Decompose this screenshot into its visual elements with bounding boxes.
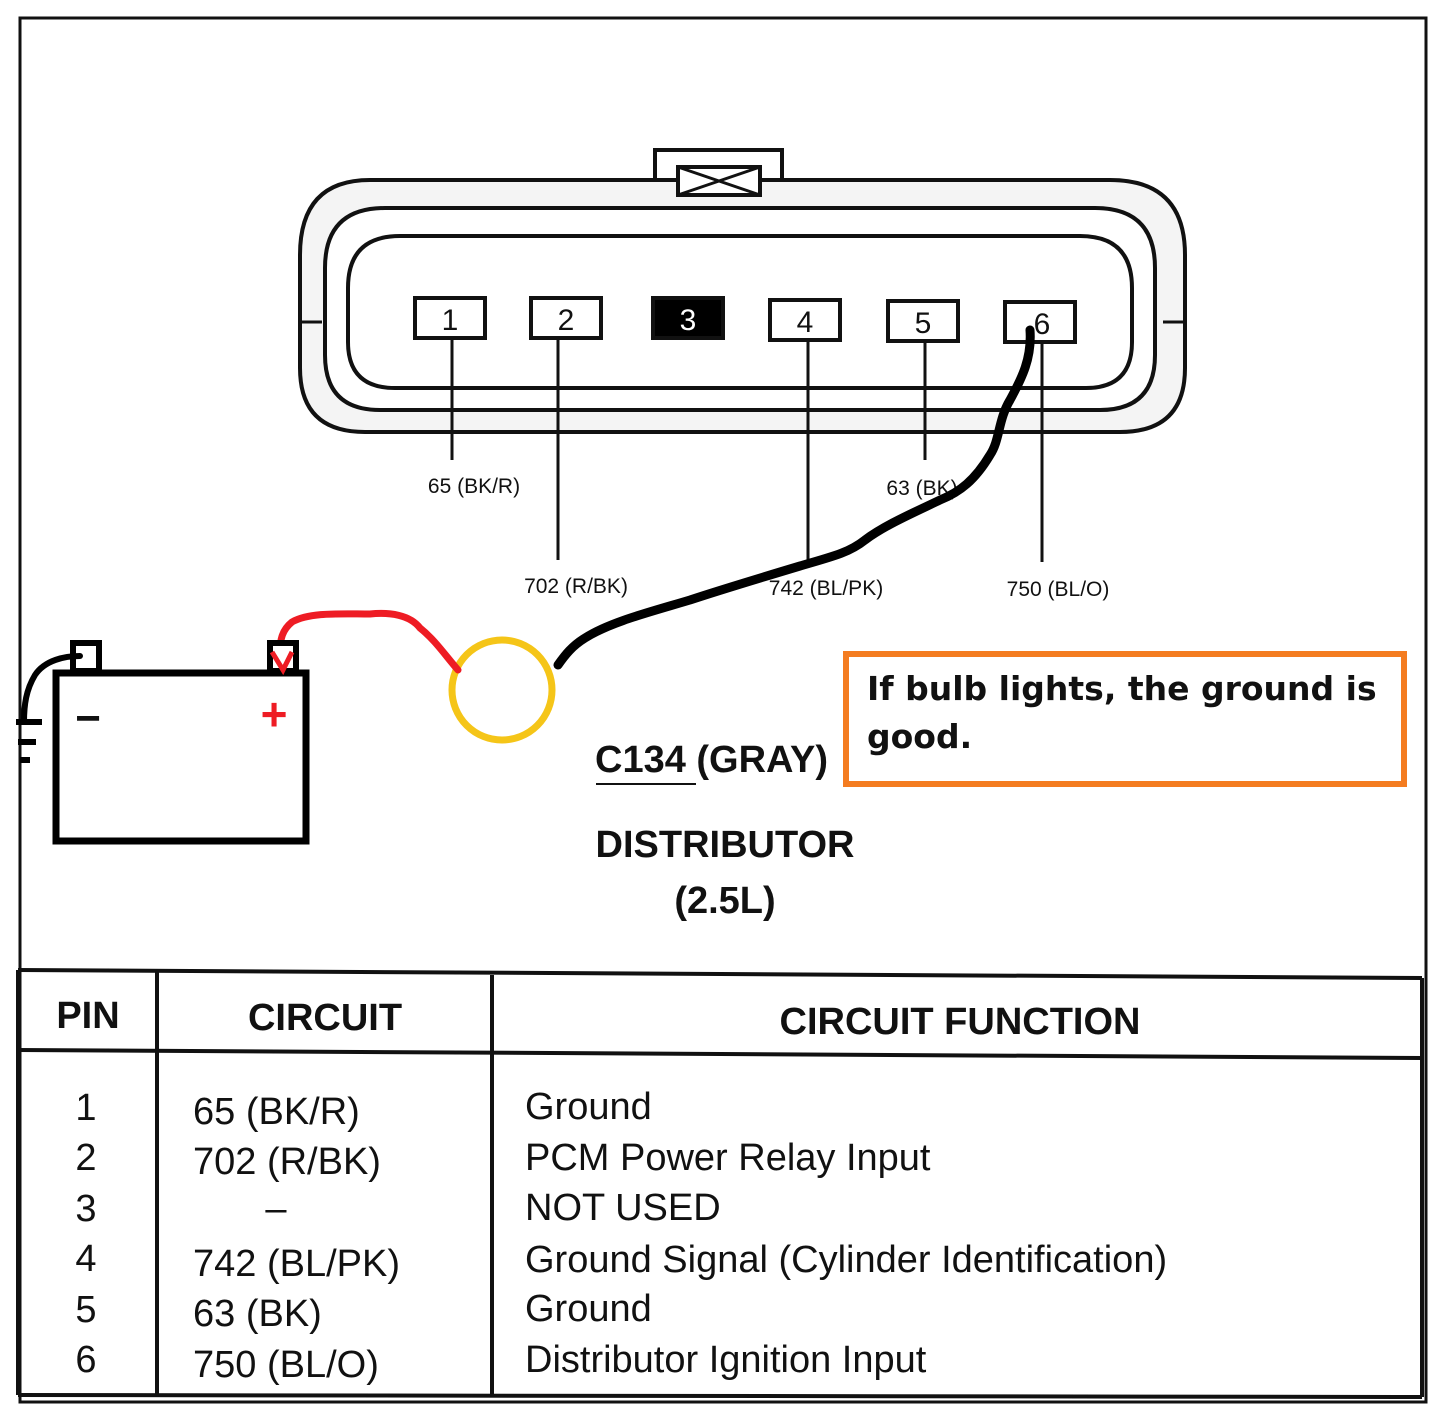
row-3-circuit: – (265, 1188, 287, 1230)
row-4-circuit: 742 (BL/PK) (193, 1243, 400, 1285)
ground-test-lead (553, 325, 1035, 670)
row-5-function: Ground (525, 1288, 652, 1330)
row-2-pin: 2 (75, 1137, 96, 1179)
wire-label-65: 65 (BK/R) (428, 475, 520, 498)
battery-ground-lead (21, 653, 83, 725)
table-row: 6 750 (BL/O) Distributor Ignition Input (75, 1339, 926, 1386)
row-4-pin: 4 (75, 1238, 96, 1280)
pin-2: 2 (529, 296, 603, 340)
row-4-function: Ground Signal (Cylinder Identification) (525, 1239, 1167, 1281)
row-1-function: Ground (525, 1086, 652, 1128)
pin-6: 6 (1003, 300, 1077, 344)
row-1-circuit: 65 (BK/R) (193, 1091, 360, 1133)
table-row: 2 702 (R/BK) PCM Power Relay Input (75, 1137, 931, 1183)
battery-positive-symbol: + (261, 688, 288, 740)
pin-3-number: 3 (680, 304, 697, 337)
test-bulb (448, 636, 556, 744)
table-row: 5 63 (BK) Ground (75, 1288, 651, 1335)
wire-label-63: 63 (BK) (886, 477, 957, 500)
wire-label-742: 742 (BL/PK) (769, 577, 883, 600)
pin-6-number: 6 (1034, 308, 1051, 341)
row-5-pin: 5 (75, 1289, 96, 1331)
wire-label-750: 750 (BL/O) (1007, 578, 1110, 601)
row-6-circuit: 750 (BL/O) (193, 1344, 379, 1386)
positive-test-lead (276, 609, 462, 674)
wire-leaders (450, 338, 1044, 562)
row-3-function: NOT USED (525, 1187, 721, 1229)
annotation-text: If bulb lights, the ground is good. (867, 669, 1377, 756)
pin-4: 4 (768, 298, 842, 342)
pin-2-number: 2 (558, 304, 575, 337)
table-row: 1 65 (BK/R) Ground (75, 1086, 651, 1133)
connector-name: C134 (GRAY) (595, 739, 828, 781)
pin-3: 3 (651, 296, 725, 340)
table-row: 3 – NOT USED (75, 1187, 720, 1230)
row-5-circuit: 63 (BK) (193, 1293, 322, 1335)
row-6-function: Distributor Ignition Input (525, 1339, 927, 1381)
table-header-pin: PIN (56, 995, 119, 1037)
table-row: 4 742 (BL/PK) Ground Signal (Cylinder Id… (75, 1238, 1167, 1285)
row-6-pin: 6 (75, 1339, 96, 1381)
ground-symbol-icon (16, 719, 42, 763)
table-header-circuit: CIRCUIT (248, 997, 402, 1039)
battery: − + (52, 640, 310, 845)
row-2-function: PCM Power Relay Input (525, 1137, 931, 1179)
row-1-pin: 1 (75, 1087, 96, 1129)
pin-1-number: 1 (442, 304, 459, 337)
pin-1: 1 (413, 296, 487, 340)
component-name: DISTRIBUTOR (596, 824, 855, 866)
table-header-function: CIRCUIT FUNCTION (780, 1001, 1141, 1043)
connector-housing (298, 148, 1187, 434)
pin-4-number: 4 (797, 306, 814, 339)
row-2-circuit: 702 (R/BK) (193, 1141, 381, 1183)
wire-label-702: 702 (R/BK) (524, 575, 628, 598)
pin-5: 5 (886, 299, 960, 343)
battery-negative-symbol: − (75, 694, 101, 743)
row-3-pin: 3 (75, 1188, 96, 1230)
outer-frame (18, 16, 1428, 1404)
pin-table (16, 968, 1424, 1399)
engine-size: (2.5L) (674, 880, 775, 922)
pin-5-number: 5 (915, 307, 932, 340)
annotation-note: If bulb lights, the ground is good. (843, 651, 1407, 787)
